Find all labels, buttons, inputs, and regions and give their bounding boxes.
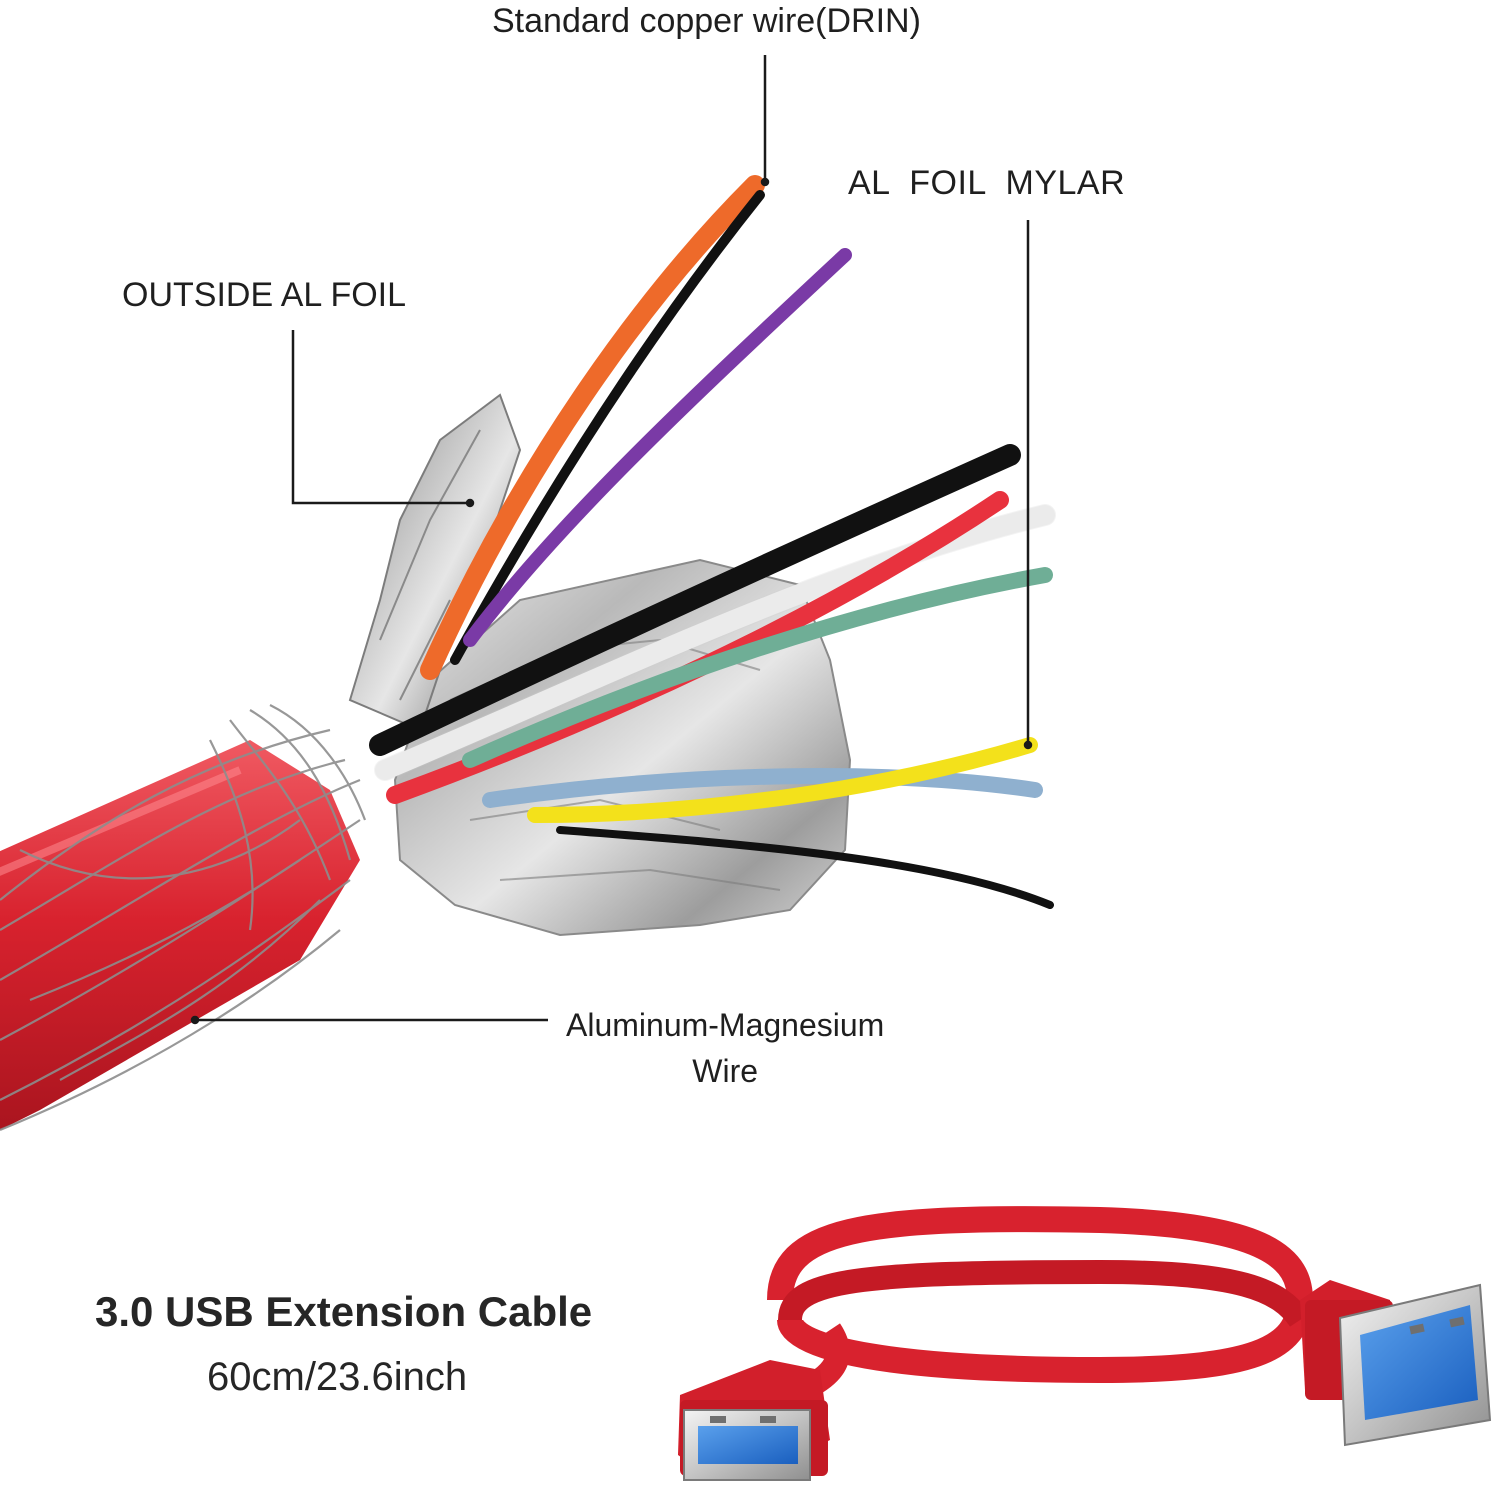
cable-loop-inner [778,1259,1310,1328]
outside-al-foil-leader [291,330,470,505]
wire-orange [420,175,765,680]
red-jacket [0,740,360,1130]
callout-lines [190,55,1033,1025]
aluminum-magnesium-label-line2: Wire [692,1053,759,1089]
wire-black-bottom [556,826,1054,909]
usb-plug-right [1300,1280,1492,1447]
wire-green [462,567,1053,768]
product-length: 60cm/23.6inch [207,1355,468,1399]
al-foil-mylar-label: AL FOIL MYLAR [848,164,1126,202]
aluminum-magnesium-braid [0,704,367,1132]
wire-black-top [450,190,765,665]
usb-right-blue-insert [1360,1305,1478,1420]
wire-yellow [527,737,1038,823]
aluminum-magnesium-wire-label: Aluminum-Magnesium Wire [566,1002,884,1094]
aluminum-magnesium-label-line1: Aluminum-Magnesium [566,1007,885,1043]
product-title: 3.0 USB Extension Cable [95,1288,593,1335]
usb-left-blue-insert [698,1426,798,1464]
wire-purple [463,248,852,647]
wire-blue [482,768,1043,808]
usb-cable-photo [678,1206,1492,1481]
usb-plug-left [678,1360,830,1481]
outside-al-foil [348,393,522,732]
standard-copper-wire-label: Standard copper wire(DRIN) [492,2,921,40]
wire-black [369,444,1021,756]
outside-al-foil-label: OUTSIDE AL FOIL [122,276,407,314]
inner-wires [369,175,1056,909]
cable-loop-outer [767,1206,1314,1384]
